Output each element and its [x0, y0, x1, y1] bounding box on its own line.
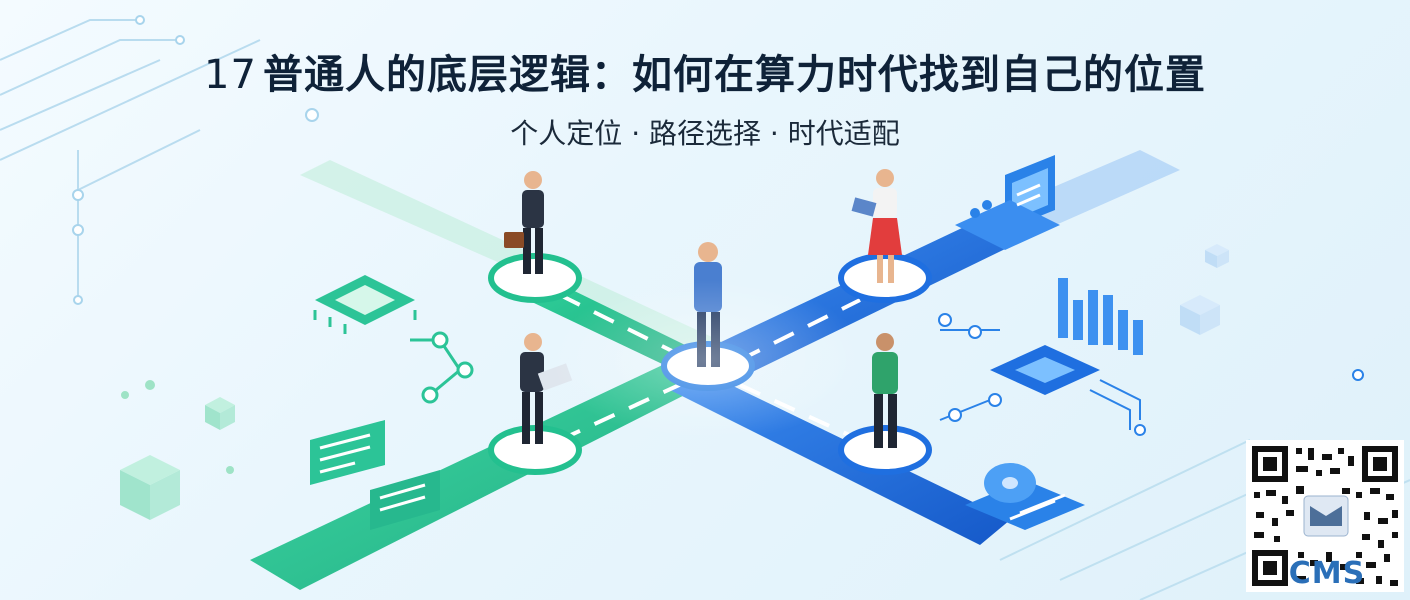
person-top-right [851, 169, 902, 283]
title-number: 17 [204, 52, 257, 98]
person-bottom-right [872, 333, 898, 448]
qr-logo-text: CMS [1288, 556, 1366, 591]
chip-icon [313, 275, 417, 334]
bar-chart-icon [1058, 278, 1143, 355]
monitor-icon [955, 155, 1060, 250]
qr-code [1246, 440, 1404, 592]
page-subtitle: 个人定位 · 路径选择 · 时代适配 [510, 117, 900, 150]
person-top-left [504, 171, 544, 274]
disc-icon [965, 463, 1085, 530]
chat-icon [310, 420, 385, 485]
circuit-lines-left [0, 19, 261, 300]
cube-icon [120, 244, 1229, 520]
title-text: 普通人的底层逻辑：如何在算力时代找到自己的位置 [262, 52, 1206, 98]
cpu-icon [990, 345, 1141, 430]
